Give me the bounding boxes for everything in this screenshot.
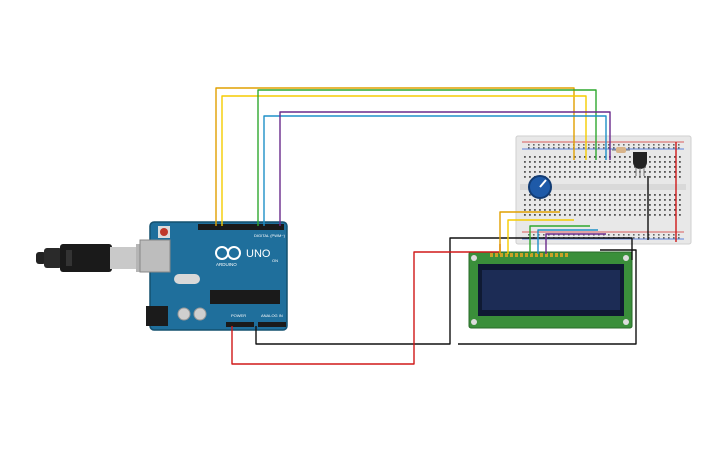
wire-blue-lcd [537, 229, 598, 254]
arduino-logo-icon [215, 246, 241, 260]
potentiometer-icon[interactable] [528, 175, 552, 199]
digital-header-label: DIGITAL (PWM~) [254, 233, 286, 238]
board-model: UNO [246, 248, 271, 260]
wire-green [257, 89, 597, 226]
lcd-module[interactable] [468, 251, 633, 329]
wire-yellow-lcd [507, 219, 574, 254]
wire-black-lcd [458, 249, 637, 345]
lcd-screen [482, 270, 620, 310]
breadboard[interactable] [515, 135, 692, 245]
wire-orange-lcd [499, 211, 560, 254]
wire-purple [279, 111, 611, 226]
wire-blue [263, 115, 607, 226]
board-brand: ARDUINO [216, 262, 237, 267]
wiring [215, 87, 677, 365]
wire-yellow [221, 95, 587, 226]
wire-black-gnd [255, 237, 633, 345]
analog-header-label: ANALOG IN [261, 313, 283, 318]
digital-header [198, 224, 284, 230]
power-header-label: POWER [231, 313, 246, 318]
wire-green-lcd [529, 225, 590, 254]
power-jack [146, 306, 168, 326]
usb-jack [139, 239, 171, 273]
resistor-icon[interactable] [612, 147, 630, 153]
lcd-pin-header [490, 253, 568, 257]
temperature-sensor-icon[interactable] [633, 152, 647, 176]
atmega-chip [210, 290, 280, 304]
usb-cable-icon[interactable] [36, 244, 156, 272]
wire-purple-lcd [545, 233, 606, 254]
wire-orange [215, 87, 575, 226]
arduino-board[interactable]: UNO ARDUINO DIGITAL (PWM~) POWER ANALOG … [139, 221, 288, 331]
on-led-label: ON [272, 258, 278, 263]
